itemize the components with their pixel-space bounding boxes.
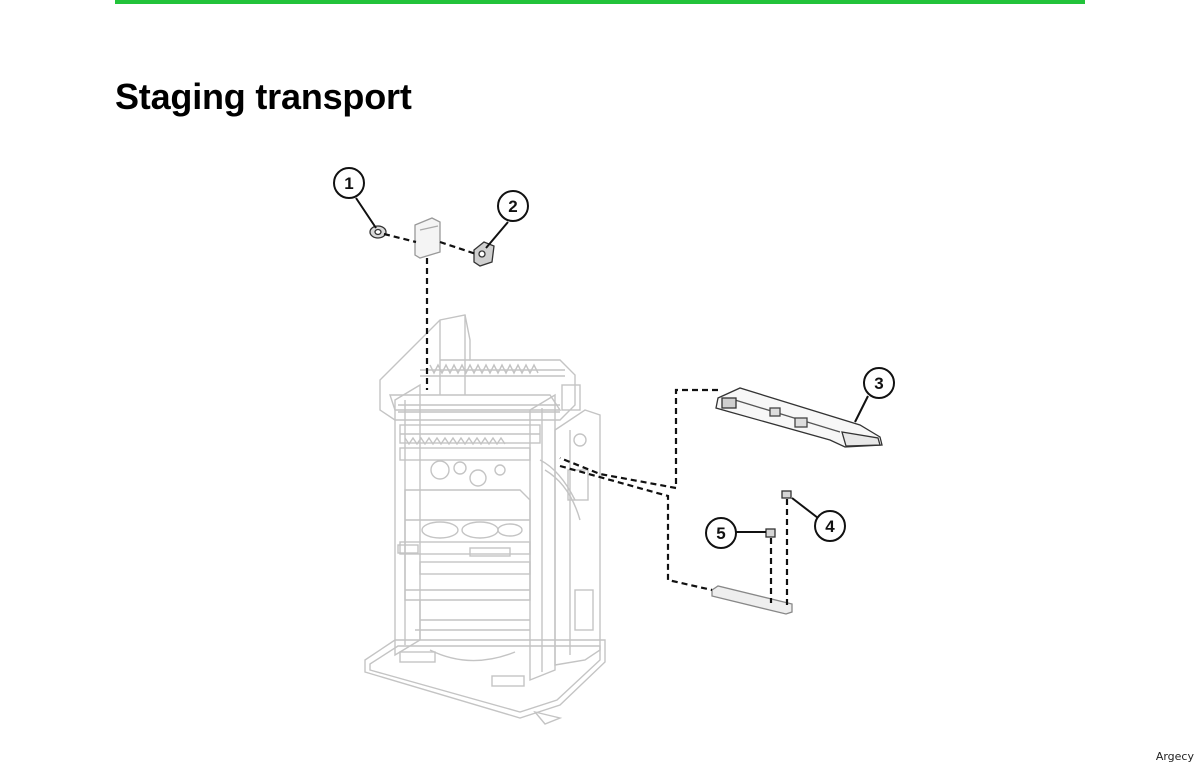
sensor-plate (711, 585, 793, 615)
top-accent-rule (115, 0, 1085, 4)
part-3-staging-transport (715, 387, 883, 448)
watermark: Argecy (1155, 750, 1194, 763)
callout-4: 4 (791, 497, 846, 542)
mounting-bracket (414, 217, 441, 259)
parts (369, 217, 883, 615)
callout-3: 3 (854, 367, 895, 423)
callout-1: 1 (333, 167, 377, 229)
part-2-clutch (473, 241, 495, 267)
dashed-leaders (383, 232, 789, 606)
callout-5-label: 5 (716, 524, 725, 543)
callout-4-label: 4 (825, 517, 835, 536)
page-title: Staging transport (115, 76, 412, 117)
part-1-bearing (369, 225, 387, 239)
callout-3-label: 3 (874, 374, 883, 393)
callouts: 1 2 3 4 5 (333, 167, 895, 549)
part-5-sensor (765, 528, 776, 538)
part-4-sensor (781, 490, 792, 499)
printer-frame (364, 314, 606, 725)
callout-1-label: 1 (344, 174, 353, 193)
callout-2-label: 2 (508, 197, 517, 216)
callout-5: 5 (705, 517, 766, 549)
callout-2: 2 (485, 190, 529, 249)
